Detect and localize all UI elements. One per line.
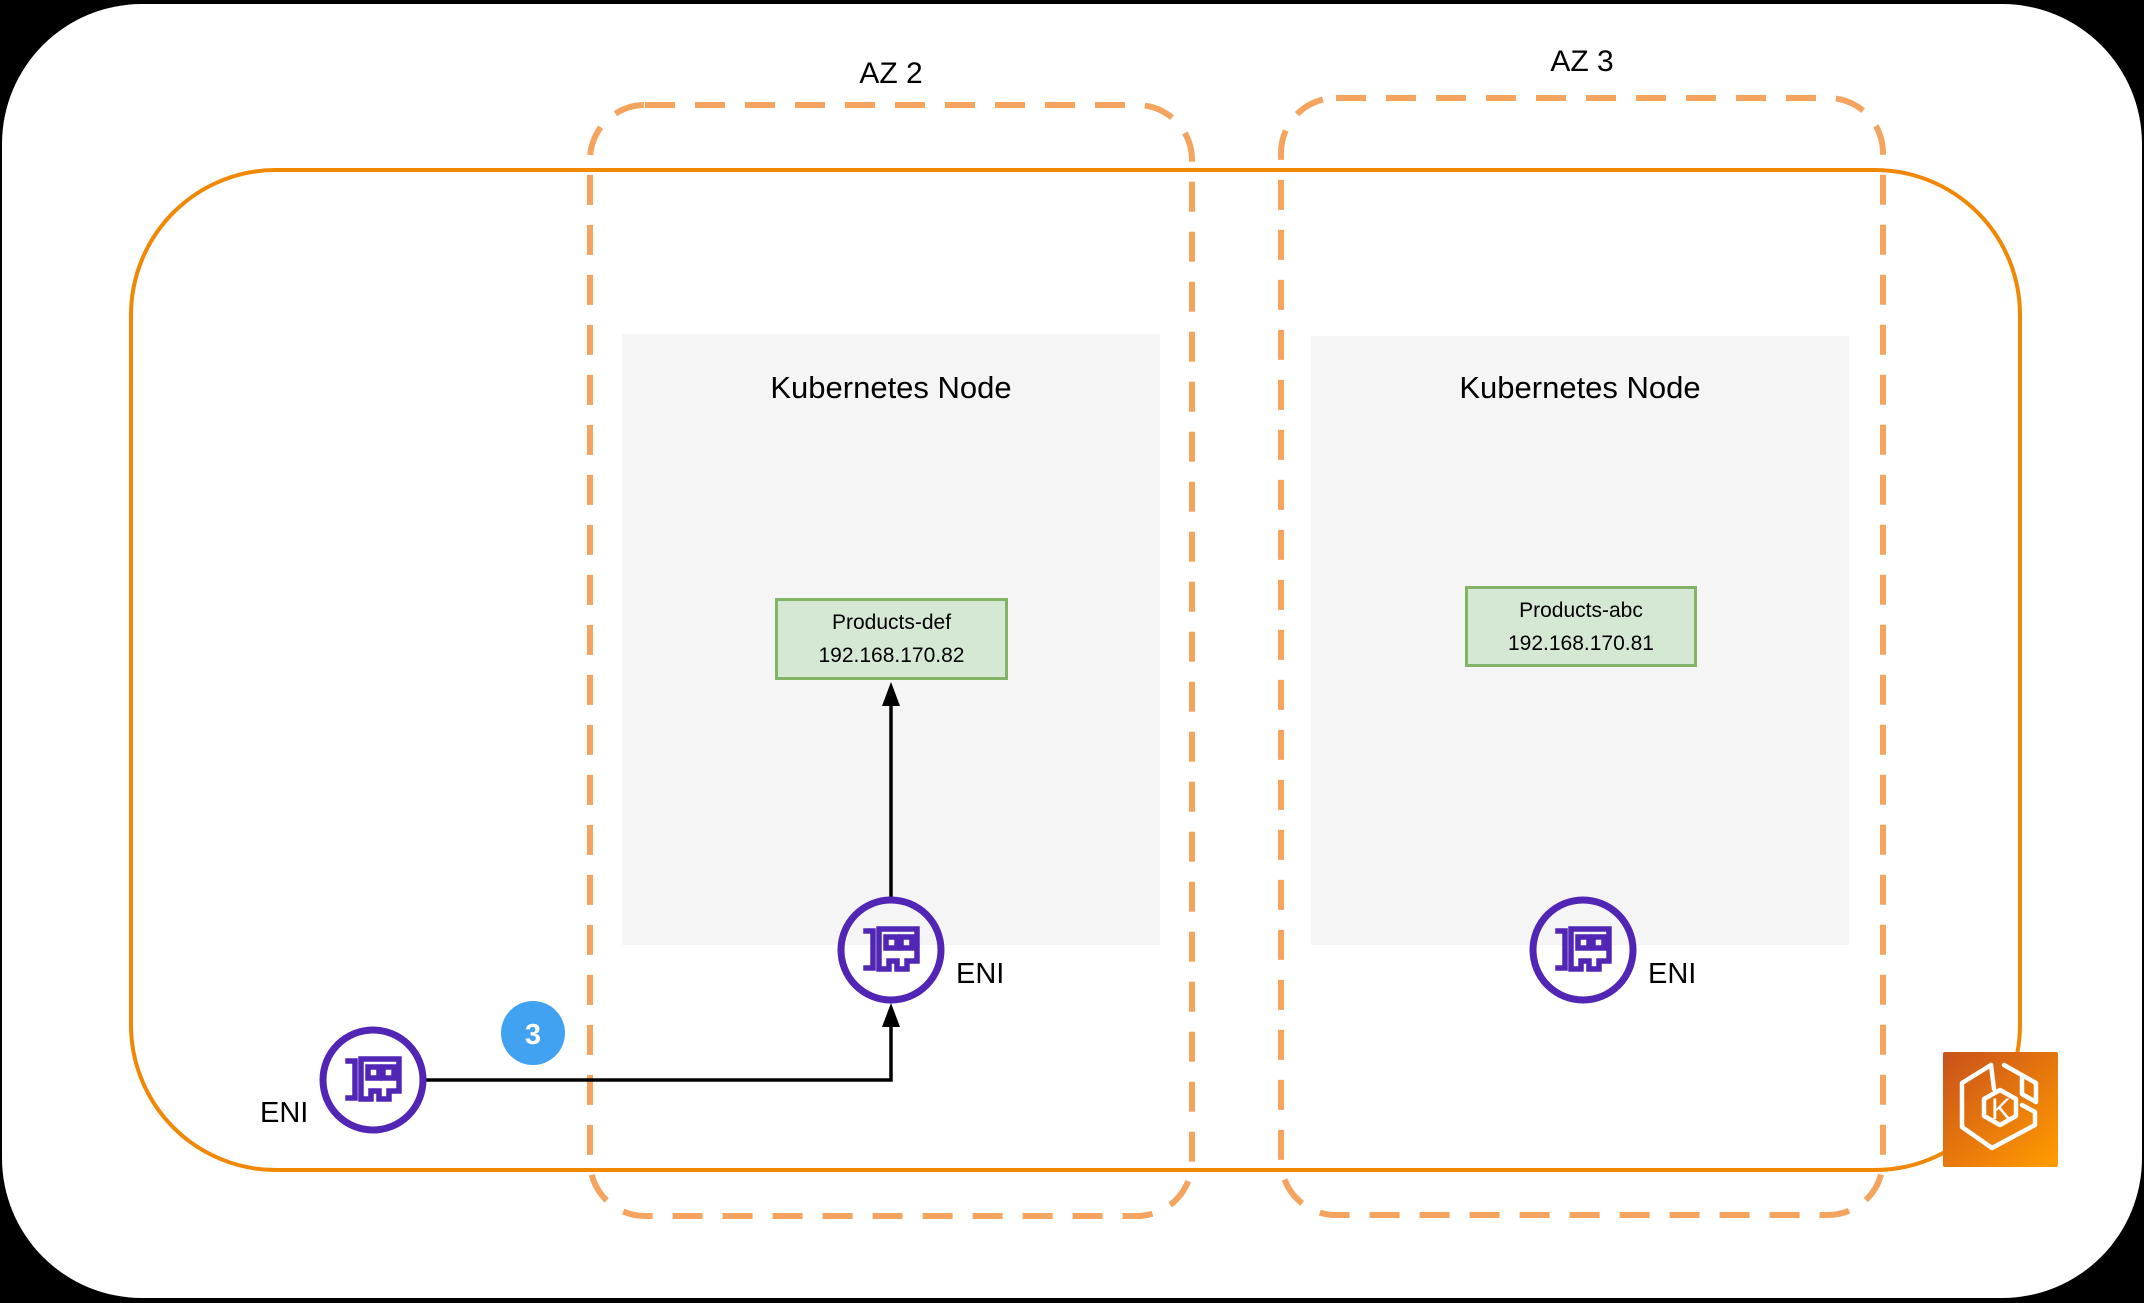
kubernetes-node-title-az3: Kubernetes Node: [1459, 370, 1701, 405]
pod-name: Products-abc: [1519, 598, 1643, 622]
eni-label-external: ENI: [260, 1097, 309, 1129]
pod-products-def: Products-def 192.168.170.82: [775, 598, 1008, 680]
pod-ip: 192.168.170.81: [1508, 631, 1654, 655]
az2-label: AZ 2: [859, 57, 923, 90]
kubernetes-node-title-az2: Kubernetes Node: [770, 370, 1012, 405]
eni-label-az3: ENI: [1648, 958, 1697, 990]
eni-label-az2: ENI: [956, 958, 1005, 990]
az3-label: AZ 3: [1550, 45, 1614, 78]
pod-name: Products-def: [831, 611, 952, 634]
pod-products-abc: Products-abc 192.168.170.81: [1465, 586, 1697, 667]
pod-ip: 192.168.170.82: [818, 644, 965, 667]
